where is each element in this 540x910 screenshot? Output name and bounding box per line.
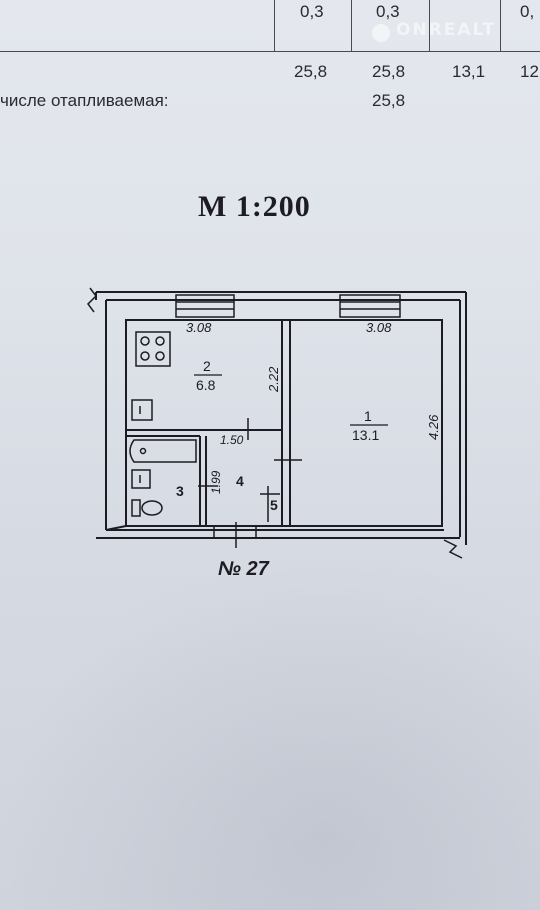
table-cell: 0,3	[300, 2, 324, 21]
table-divider	[351, 0, 352, 52]
stove-icon	[135, 331, 171, 367]
watermark: ONREALT	[396, 20, 497, 40]
room-block	[125, 319, 443, 527]
toilet-icon	[131, 499, 163, 517]
scale-title: М 1:200	[198, 190, 311, 223]
room-2-number: 2	[203, 358, 211, 374]
wall-hatch	[105, 299, 127, 531]
window	[175, 294, 235, 318]
dim-room2-width: 3.08	[186, 320, 212, 335]
dim-bath-width: 1.50	[220, 433, 244, 447]
table-cell: 25,8	[372, 62, 406, 81]
table-divider	[274, 0, 275, 52]
bathtub-icon	[129, 439, 197, 463]
heated-area-label: числе отапливаемая:	[0, 91, 169, 110]
dim-bath-depth: 1.99	[209, 470, 223, 494]
table-divider	[429, 0, 430, 52]
heated-area-value: 25,8	[372, 91, 406, 110]
table-divider	[500, 0, 501, 52]
sink-icon	[131, 399, 153, 421]
washbasin-icon	[131, 469, 151, 489]
room-3-number: 3	[176, 483, 184, 499]
table-cell: 0,3	[376, 2, 400, 21]
table-cell: 12	[520, 62, 539, 81]
room-1-area: 13.1	[352, 427, 379, 443]
window	[339, 294, 401, 318]
room-4-number: 4	[236, 473, 244, 489]
room-5-number: 5	[270, 497, 278, 513]
dim-room1-width: 3.08	[366, 320, 392, 335]
break-line	[443, 539, 463, 559]
watermark-logo-icon	[372, 24, 390, 42]
room-1-number: 1	[364, 408, 372, 424]
table-rule	[0, 51, 540, 52]
room-2-area: 6.8	[196, 377, 216, 393]
apartment-number: № 27	[218, 558, 269, 580]
dim-room1-depth: 4.26	[426, 414, 441, 440]
table-cell: 13,1	[452, 62, 486, 81]
table-cell: 25,8	[294, 62, 328, 81]
table-cell: 0,	[520, 2, 535, 21]
dim-room2-depth: 2.22	[266, 366, 281, 393]
break-line	[87, 287, 97, 313]
